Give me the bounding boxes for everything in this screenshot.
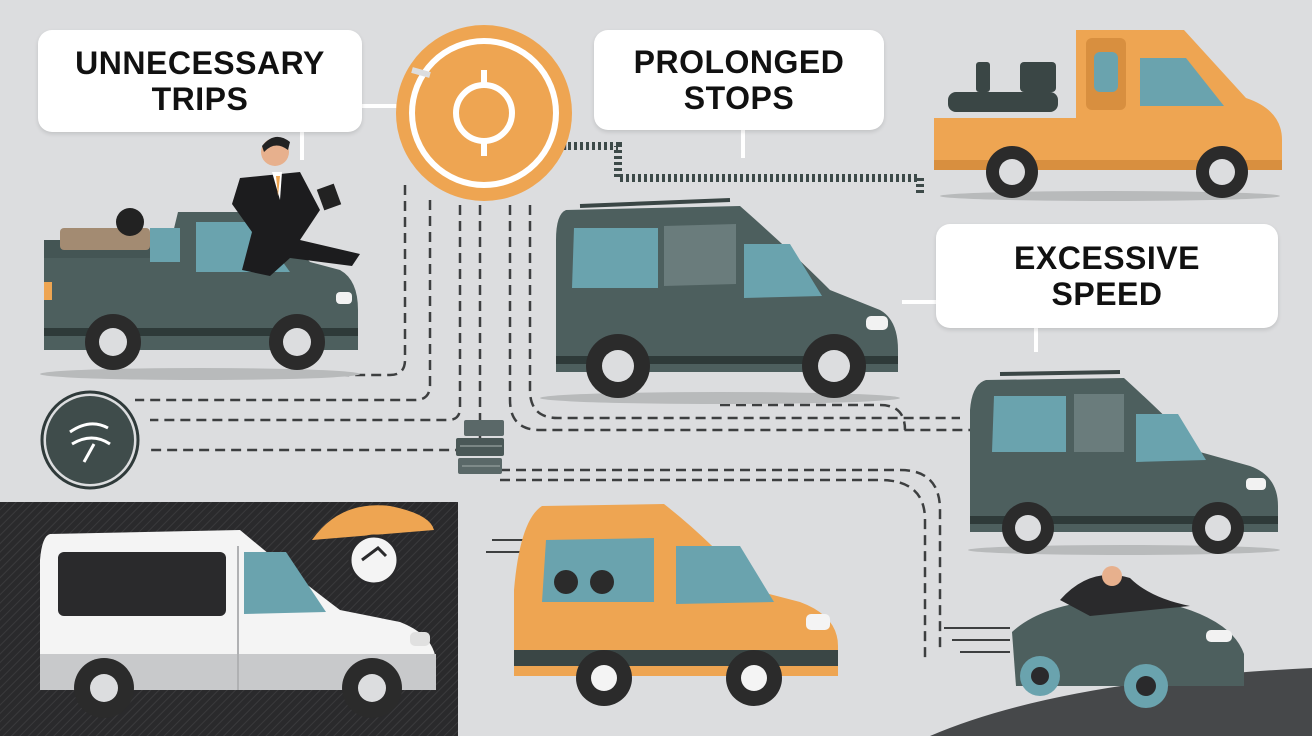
callout-excessive-speed-line2: SPEED [1051,276,1163,312]
callout-prolonged-stops-line2: STOPS [683,80,795,116]
callout-unnecessary-trips-line2: TRIPS [151,81,249,117]
callout-unnecessary-trips-line1: UNNECESSARY [75,45,325,81]
van-orange [486,504,838,706]
pickup-truck-dark [40,208,360,380]
callout-excessive-speed-line1: EXCESSIVE [1014,240,1200,276]
pickup-truck-orange [934,30,1282,201]
van-white [40,505,436,718]
van-dark-right [968,370,1280,555]
fuel-gauge-icon [396,25,572,201]
sports-car [944,566,1244,708]
van-dark-center [540,198,900,404]
callout-unnecessary-trips: UNNECESSARY TRIPS [38,30,362,132]
stack-of-crates-icon [456,420,504,474]
callout-excessive-speed: EXCESSIVE SPEED [936,224,1278,328]
callout-prolonged-stops-line1: PROLONGED [633,44,845,80]
callout-prolonged-stops: PROLONGED STOPS [594,30,884,130]
callout-pointers [300,104,1038,352]
businessman-figure [232,136,360,276]
speedometer-icon [40,390,140,490]
